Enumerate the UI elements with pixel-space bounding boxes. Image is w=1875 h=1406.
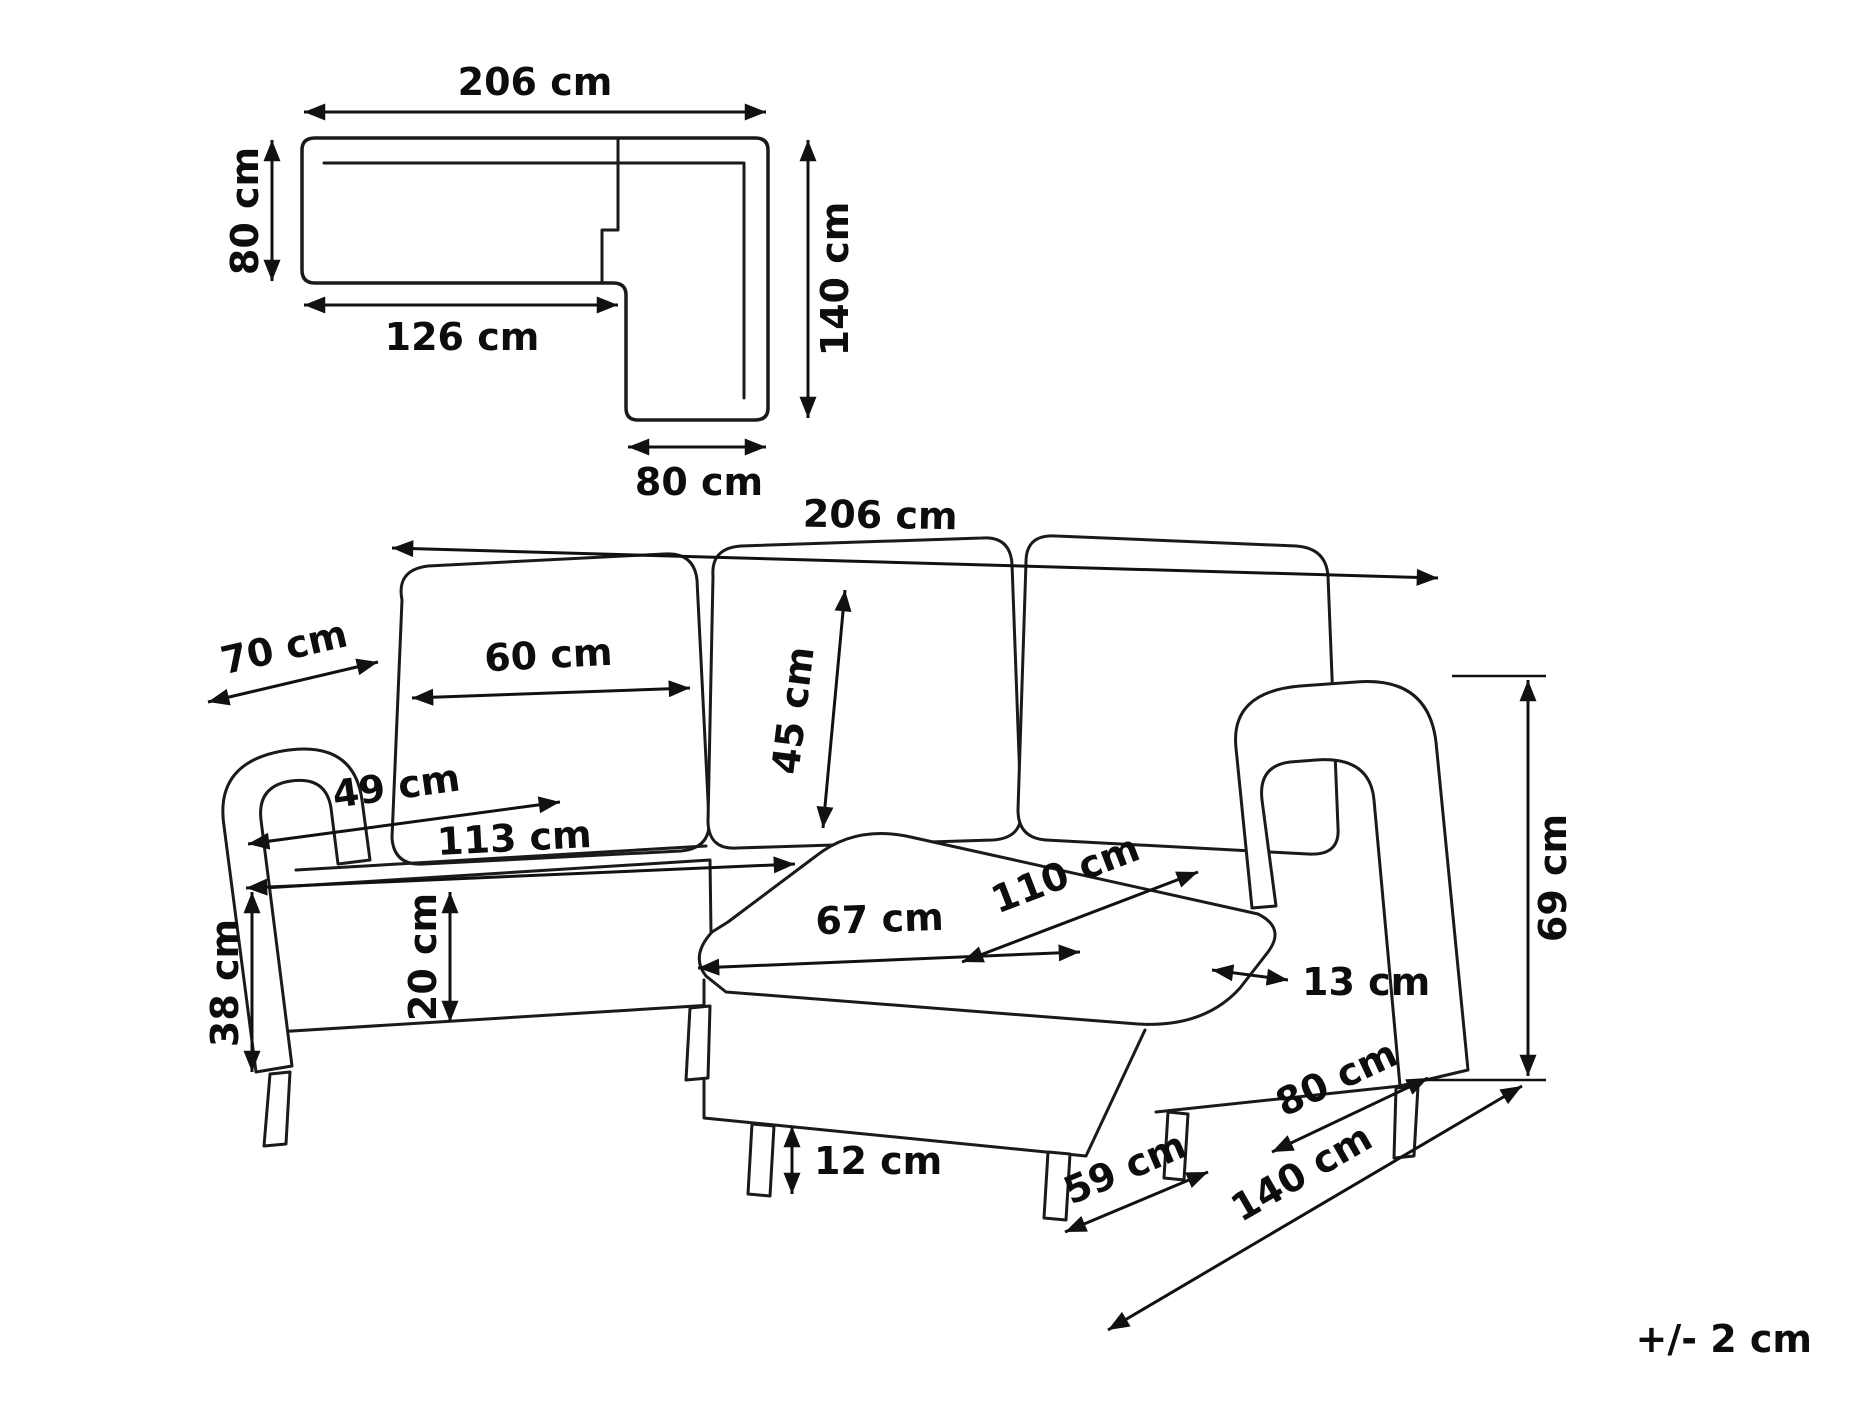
dim-chaise-cushion-width-label: 67 cm	[815, 895, 945, 943]
dim-seat-cushion-thickness: 20 cm	[401, 892, 459, 1022]
dim-total-depth-label: 140 cm	[1224, 1115, 1380, 1230]
right-arm	[1234, 680, 1470, 1088]
sofa-base	[262, 858, 714, 1034]
dim-seat-width-label: 113 cm	[436, 812, 593, 864]
dim-plan-chaise-depth-label: 140 cm	[813, 202, 857, 357]
dim-seat-cushion-thickness-label: 20 cm	[401, 893, 445, 1021]
sofa-leg	[684, 1004, 712, 1082]
dim-gap-width-label: 13 cm	[1302, 960, 1430, 1004]
sofa-leg	[262, 1070, 292, 1148]
dim-chaise-cushion-width: 67 cm	[697, 895, 1081, 976]
dim-plan-chaise-width: 80 cm	[628, 438, 766, 504]
chaise-cushion	[697, 832, 1277, 1026]
dim-total-height-label: 69 cm	[1531, 814, 1575, 942]
dim-plan-chaise-depth: 140 cm	[799, 140, 857, 418]
dim-leg-height: 12 cm	[783, 1126, 942, 1194]
dim-back-cushion-width: 60 cm	[411, 630, 691, 706]
dim-leg-height-label: 12 cm	[814, 1139, 942, 1183]
dim-base-height-label: 38 cm	[203, 919, 247, 1047]
sofa-leg	[1392, 1084, 1420, 1160]
dim-back-cushion-width-label: 60 cm	[483, 630, 613, 681]
plan-view: 206 cm 80 cm 126 cm 140 cm 80 cm	[223, 60, 857, 504]
dim-total-height: 69 cm	[1424, 674, 1575, 1082]
sofa-leg	[746, 1122, 776, 1198]
dim-arm-depth: 70 cm	[207, 611, 379, 706]
dim-seat-width: 113 cm	[245, 812, 796, 896]
plan-outline	[300, 136, 770, 422]
back-cushion-middle	[706, 536, 1023, 850]
dim-plan-inner-width-label: 126 cm	[385, 315, 540, 359]
sofa-drawing	[221, 534, 1470, 1222]
plan-section-divider	[600, 138, 620, 283]
dim-total-width: 206 cm	[391, 492, 1439, 586]
tolerance-note: +/- 2 cm	[1635, 1317, 1812, 1361]
dim-total-width-label: 206 cm	[803, 492, 958, 539]
dim-plan-side-depth: 80 cm	[223, 140, 281, 281]
dim-plan-total-width: 206 cm	[304, 60, 766, 121]
dim-gap-width: 13 cm	[1211, 960, 1430, 1004]
dim-plan-total-width-label: 206 cm	[458, 60, 613, 104]
dim-plan-inner-width: 126 cm	[304, 296, 618, 359]
dim-right-depth-label: 80 cm	[1269, 1031, 1404, 1125]
dim-plan-side-depth-label: 80 cm	[223, 147, 267, 275]
perspective-view: 206 cm 70 cm 60 cm 45 cm 49 cm 113 cm 11…	[203, 492, 1575, 1332]
dim-base-height: 38 cm	[203, 892, 261, 1072]
plan-inner-line	[322, 161, 746, 400]
dim-plan-chaise-width-label: 80 cm	[635, 460, 763, 504]
